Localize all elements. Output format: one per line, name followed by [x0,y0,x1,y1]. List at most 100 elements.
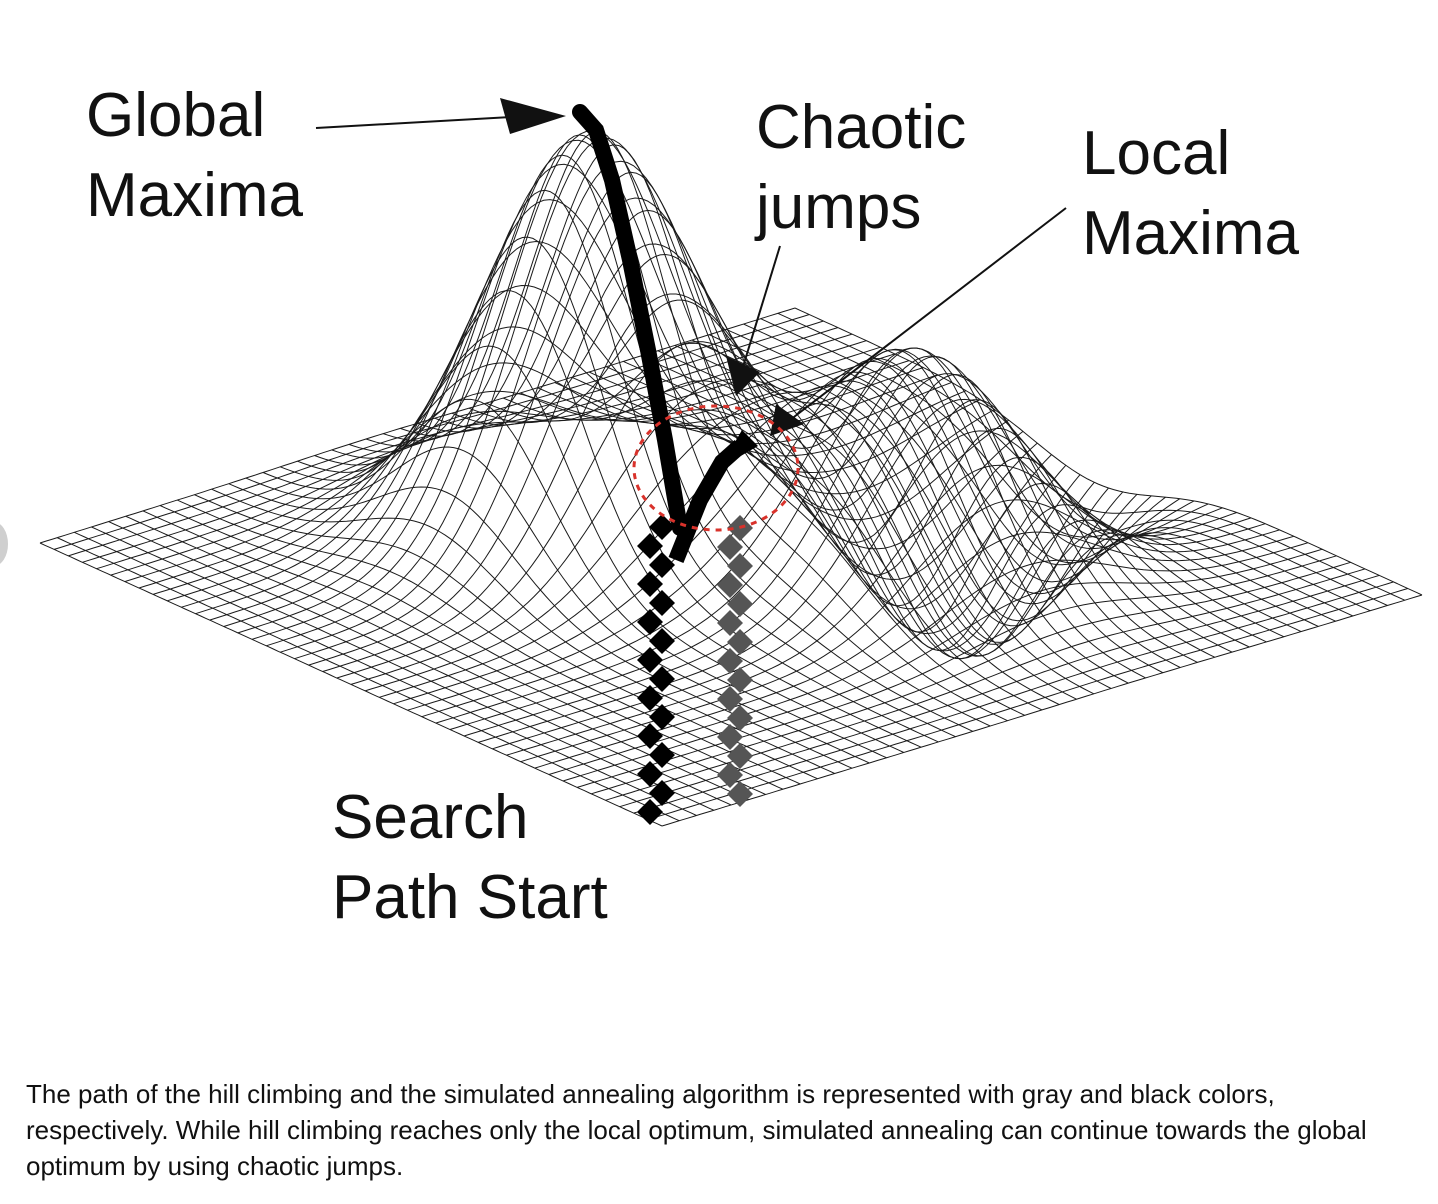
annealing-step [649,628,675,654]
hill-climbing-step [727,553,753,579]
mesh-line-v [657,350,1285,660]
global-maxima-line2: Maxima [86,161,304,230]
mesh-line-u [152,360,910,595]
local-maxima-label: Local Maxima [1082,114,1299,274]
mesh-line-u [336,341,1095,679]
global-maxima-pointer [315,115,531,129]
mesh-line-v [503,349,1129,684]
mesh-line-u [294,197,1052,660]
mesh-line-v [794,307,1423,596]
mesh-line-v [760,318,1388,606]
chaotic-jumps-pointer [741,245,781,371]
annealing-step [637,761,663,787]
mesh-line-u [68,320,824,557]
hill-climbing-step [717,686,743,712]
chaotic-jumps-line2: jumps [756,173,922,242]
surface-diagram [39,98,1423,827]
annotation-overlays [315,98,1067,532]
local-maxima-pointer-head [770,404,804,436]
annealing-step [637,533,663,559]
hill-climbing-step [727,667,753,693]
hill-climbing-path [717,515,753,807]
mesh-line-u [605,568,1366,801]
mesh-line-v [777,312,1405,601]
mesh-line-u [266,137,1024,647]
hill-climbing-step [727,705,753,731]
mesh-line-u [96,333,853,570]
hill-climbing-step [727,781,753,807]
mesh-line-u [53,314,810,550]
mesh-line-u [138,353,895,589]
hill-climbing-step [717,534,743,560]
mesh-line-v [159,505,784,790]
mesh-line-u [251,130,1010,640]
mesh-line-v [571,376,1198,663]
mesh-line-v [640,355,1267,651]
search-path-start-label: Search Path Start [332,778,608,938]
hill-climbing-step [717,648,743,674]
annealing-step [649,742,675,768]
mesh-line-u [591,561,1351,795]
mesh-line-v [262,398,887,759]
hill-climbing-step [717,724,743,750]
mesh-line-u [308,243,1067,666]
mesh-line-v [108,521,732,806]
global-maxima-label: Global Maxima [86,76,303,236]
local-maxima-line2: Maxima [1082,199,1300,268]
global-maxima-line1: Global [86,81,266,150]
mesh-line-v [451,253,1077,700]
search-path-start-line1: Search [332,783,529,852]
mesh-line-u [647,588,1408,821]
annealing-step [649,590,675,616]
mesh-line-v [743,323,1371,612]
mesh-line-u [223,163,981,627]
hill-climbing-step [717,610,743,636]
mesh-line-v [228,483,853,769]
hill-climbing-step [717,572,743,598]
figure-caption: The path of the hill climbing and the si… [26,1079,1367,1181]
edge-handle [0,522,8,566]
mesh-line-v [588,371,1215,658]
hill-climbing-step [727,629,753,655]
chaotic-jumps-line1: Chaotic [756,93,967,162]
mesh-line-v [691,339,1319,643]
mesh-line-v [726,328,1354,617]
chaotic-jump-highlight [632,404,800,532]
mesh-line-v [606,366,1233,653]
mesh-line-u [124,346,881,583]
chaotic-jumps-pointer-head [726,356,760,396]
mesh-line-u [82,327,838,563]
annealing-step [649,552,675,578]
annealing-global-stroke [572,104,688,536]
mesh-line-u [39,307,796,544]
mesh-line-u [548,542,1309,775]
annealing-step [649,780,675,806]
annealing-step [637,799,663,825]
mesh-line-v [674,344,1302,657]
local-maxima-line1: Local [1082,119,1231,188]
annealing-step [637,609,663,635]
mesh-line-u [167,326,924,602]
mesh-line-u [195,240,952,615]
annealing-step [637,571,663,597]
mesh-line-v [623,360,1250,648]
mesh-line-u [280,160,1038,653]
hill-climbing-step [727,743,753,769]
mesh-line-u [209,199,967,621]
search-path-start-line2: Path Start [332,863,608,932]
annealing-step [649,514,675,540]
mesh-line-v [485,342,1112,689]
simulated-annealing-path [572,104,758,825]
annealing-climb-arrowhead [720,430,758,468]
global-maxima-pointer-head [500,98,566,134]
hill-climbing-step [717,762,743,788]
hill-climbing-step [727,591,753,617]
mesh-line-u [181,284,938,608]
chaotic-jumps-label: Chaotic jumps [756,88,966,248]
annealing-step [649,666,675,692]
local-maxima-pointer [789,207,1067,421]
mesh-line-u [322,293,1081,672]
annealing-step [649,704,675,730]
mesh-line-v [708,334,1336,622]
annealing-step [637,647,663,673]
